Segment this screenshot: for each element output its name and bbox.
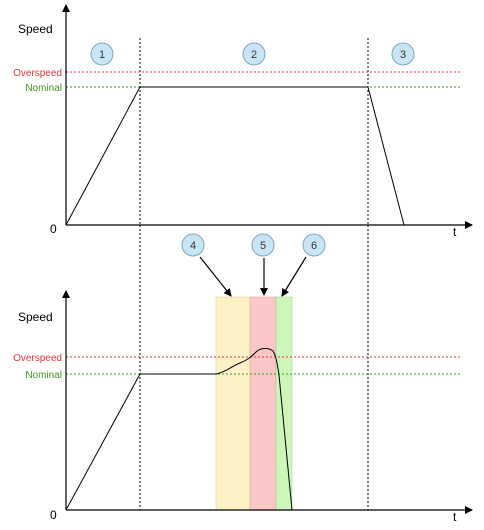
phase-bubble-2: 2 bbox=[242, 42, 266, 66]
bottom-chart: Speed t 0 Overspeed Nominal 4 5 6 bbox=[13, 225, 473, 524]
top-y-axis-label: Speed bbox=[18, 22, 53, 36]
top-x-axis-label: t bbox=[453, 225, 457, 239]
top-origin-label: 0 bbox=[50, 222, 57, 236]
bottom-overspeed-label: Overspeed bbox=[13, 353, 62, 364]
bottom-y-axis-label: Speed bbox=[18, 310, 53, 324]
zone-green bbox=[275, 296, 293, 511]
bottom-origin-label: 0 bbox=[50, 508, 57, 522]
zone-bubble-6: 6 bbox=[302, 233, 326, 257]
bottom-speed-curve bbox=[65, 348, 293, 511]
top-speed-curve bbox=[65, 86, 405, 226]
zone-bubble-4: 4 bbox=[181, 233, 205, 257]
zone-number-4: 4 bbox=[190, 240, 196, 252]
phase-number-1: 1 bbox=[99, 49, 105, 61]
zone-number-6: 6 bbox=[311, 240, 317, 252]
phase-number-3: 3 bbox=[400, 49, 406, 61]
bottom-x-axis-label: t bbox=[453, 510, 457, 524]
top-chart: Speed t 0 Overspeed Nominal 1 2 3 bbox=[13, 4, 473, 239]
bottom-nominal-label: Nominal bbox=[25, 370, 62, 381]
top-nominal-label: Nominal bbox=[25, 83, 62, 94]
top-overspeed-label: Overspeed bbox=[13, 68, 62, 79]
zone-callout-arrow-6 bbox=[281, 256, 307, 297]
phase-number-2: 2 bbox=[251, 49, 257, 61]
zone-number-5: 5 bbox=[260, 240, 266, 252]
zone-callout-arrow-4 bbox=[199, 256, 232, 297]
phase-bubble-1: 1 bbox=[90, 42, 114, 66]
phase-bubble-3: 3 bbox=[391, 42, 415, 66]
zone-yellow bbox=[215, 296, 251, 511]
zone-red bbox=[249, 296, 277, 511]
zone-bubble-5: 5 bbox=[251, 233, 275, 257]
